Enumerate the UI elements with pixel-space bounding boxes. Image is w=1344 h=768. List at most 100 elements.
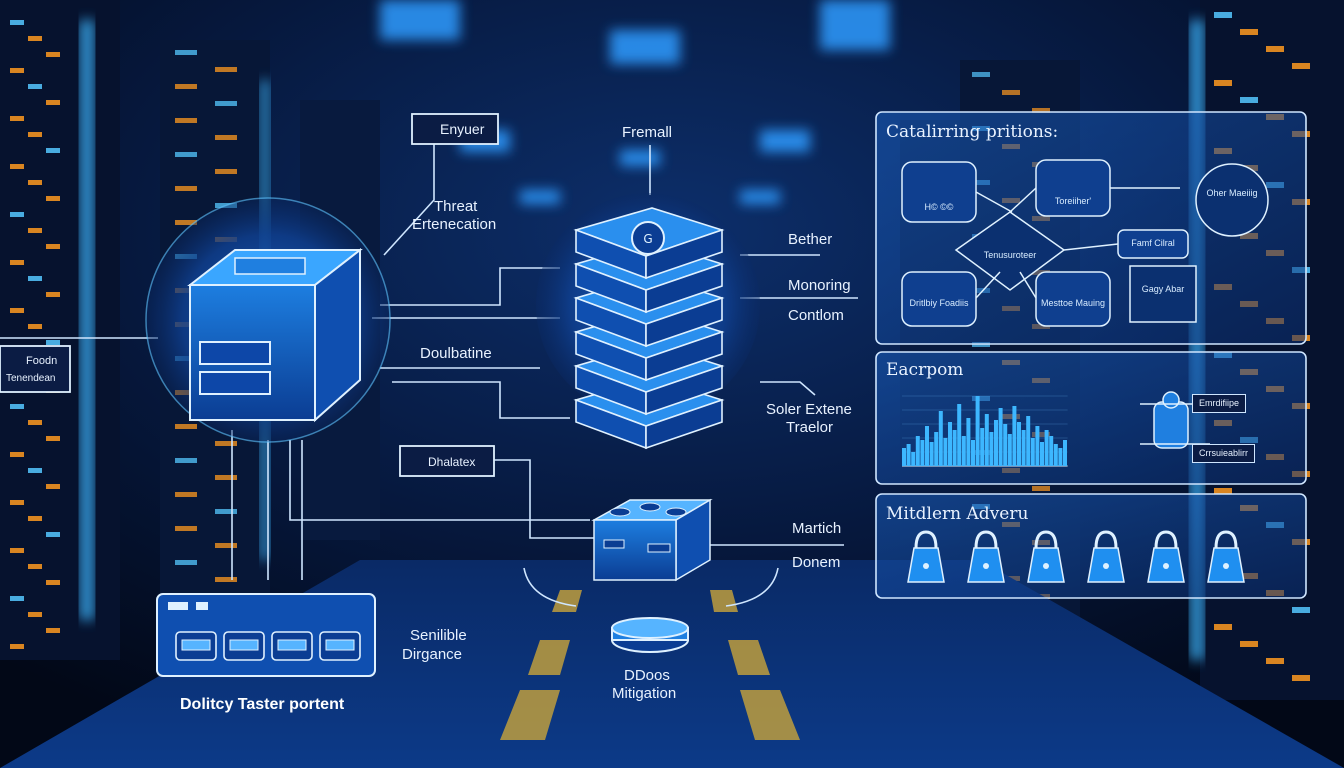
rack-led: [46, 148, 60, 153]
node-1: Toreiiher': [1054, 196, 1092, 206]
patch-panel: [156, 593, 376, 677]
chart-bar: [980, 428, 985, 466]
chart-bar: [971, 440, 975, 466]
lock-shackle: [1034, 530, 1058, 549]
lock-shackle: [914, 530, 938, 549]
rack-led: [1240, 97, 1258, 103]
label-mitigation: Mitigation: [612, 685, 677, 702]
tag-icons: [0, 113, 499, 477]
rack-led: [1214, 80, 1232, 86]
label-threat: Threat: [434, 198, 478, 215]
svg-text:G: G: [643, 232, 652, 246]
rack-led: [46, 292, 60, 297]
rack-led: [175, 118, 197, 123]
rack-led: [175, 84, 197, 89]
floor-markings: [500, 590, 800, 740]
rack-led: [215, 67, 237, 72]
rack-led: [1292, 607, 1310, 613]
chart-bar: [984, 414, 989, 466]
label-tenendean: Tenendean: [6, 373, 56, 384]
label-dirgance: Dirgance: [402, 646, 463, 663]
label-enyuer: Enyuer: [440, 121, 485, 137]
rack-led: [28, 612, 42, 617]
rack-led: [215, 509, 237, 514]
rack-led: [10, 644, 24, 649]
rack-led: [28, 132, 42, 137]
rack-led: [972, 72, 990, 77]
node-0: H© ©©: [924, 202, 954, 212]
chart-bar: [994, 420, 998, 466]
rack-led: [1032, 108, 1050, 113]
rack-led: [46, 628, 60, 633]
rack-led: [215, 135, 237, 140]
panel-top-title: Catalirring pritions:: [886, 122, 1059, 142]
chart-bar: [1007, 434, 1012, 466]
chart-bar: [1053, 444, 1058, 466]
rack-led: [46, 196, 60, 201]
node-3: Tenusuroteer: [983, 250, 1037, 260]
rack-led: [175, 424, 197, 429]
chart-bar: [1044, 430, 1049, 466]
lock-keyhole: [1223, 563, 1229, 569]
network-port-slot: [229, 639, 259, 651]
rack-led: [10, 404, 24, 409]
rack-led: [10, 260, 24, 265]
node-4: Famf Cilral: [1131, 238, 1175, 248]
chart-bar: [1040, 442, 1044, 466]
chart-bar: [906, 444, 911, 466]
network-port-slot: [277, 639, 307, 651]
label-doulbatine: Doulbatine: [420, 345, 492, 362]
bottom-caption: Dolitcy Taster portent: [180, 696, 345, 713]
label-foodn: Foodn: [26, 355, 58, 367]
chart-bar: [1021, 430, 1026, 466]
node-7: Gagy Abar: [1141, 284, 1185, 294]
rack-led: [46, 244, 60, 249]
chart-bar: [1003, 424, 1008, 466]
chart-bar: [1058, 448, 1063, 466]
rack-led: [46, 580, 60, 585]
chart-bar: [1035, 426, 1040, 466]
panel-mid-title: Eacrpom: [886, 360, 964, 380]
rack-led: [28, 180, 42, 185]
chart-bar: [1026, 416, 1031, 466]
server-unit-right: [645, 330, 723, 382]
chart-bar: [943, 438, 948, 466]
server-unit-right: [645, 364, 723, 416]
rack-led: [215, 543, 237, 548]
firewall-server-stack: G: [536, 193, 760, 450]
chart-bar: [1030, 438, 1035, 466]
lock-keyhole: [1163, 563, 1169, 569]
rack-led: [10, 308, 24, 313]
node-6: Mesttoe Mauing: [1040, 298, 1106, 308]
rack-led: [10, 68, 24, 73]
rack-led: [46, 532, 60, 537]
chart-bar: [934, 432, 939, 466]
server-unit-right: [645, 262, 723, 314]
rack-led: [215, 101, 237, 106]
server-unit-right: [645, 296, 723, 348]
rack-led: [215, 475, 237, 480]
chart-bar: [1049, 436, 1054, 466]
chart-bar: [952, 430, 957, 466]
rack-led: [1292, 675, 1310, 681]
rack-led: [10, 164, 24, 169]
chart-bar: [929, 442, 934, 466]
chart-bar: [1012, 406, 1017, 466]
rack-led: [1266, 46, 1284, 52]
rack-led: [46, 484, 60, 489]
rack-led: [175, 560, 197, 565]
rack-led: [10, 548, 24, 553]
chart-bar: [989, 432, 994, 466]
label-donem: Donem: [792, 554, 841, 571]
rack-led: [215, 441, 237, 446]
rack-led: [28, 516, 42, 521]
rack-led: [28, 468, 42, 473]
chart-bar: [925, 426, 929, 466]
lock-shackle: [974, 530, 998, 549]
chart-bar: [957, 404, 962, 466]
rack-led: [1214, 12, 1232, 18]
rack-led: [175, 492, 197, 497]
rack-led: [215, 577, 237, 582]
ddos-disk: [611, 617, 689, 653]
lock-keyhole: [1043, 563, 1049, 569]
